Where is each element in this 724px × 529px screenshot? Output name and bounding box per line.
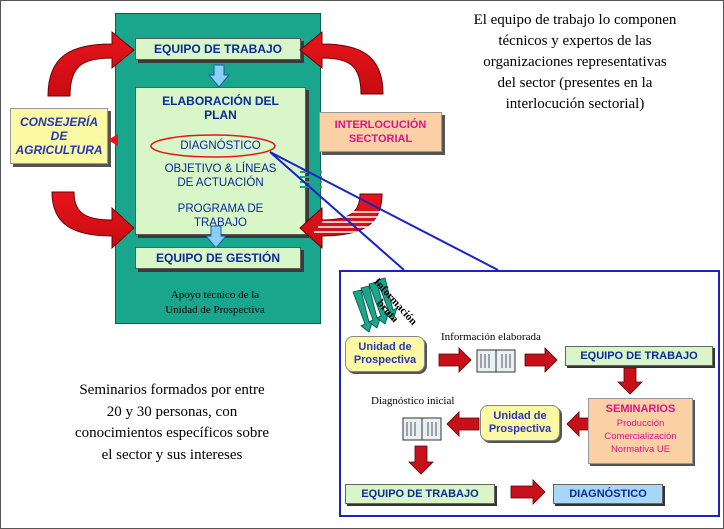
curved-arrow-icon [47, 30, 135, 97]
objetivo-line2: DE ACTUACIÓN [177, 177, 264, 189]
note-bottom-line3: conocimientos específicos sobre [74, 425, 270, 441]
down-arrow-icon [408, 445, 434, 475]
detail-equipo-trabajo-box: EQUIPO DE TRABAJO [565, 346, 713, 366]
equipo-trabajo-label: EQUIPO DE TRABAJO [153, 42, 282, 56]
plan-title-line2: PLAN [204, 108, 237, 122]
equipo-gestion-label: EQUIPO DE GESTIÓN [155, 251, 281, 265]
down-arrow-icon [617, 367, 643, 395]
unidad-line1: Unidad de [358, 341, 412, 353]
unidad-prospectiva-box-2: Unidad de Prospectiva [480, 405, 560, 441]
seminarios-comercializacion: Comercialización [604, 431, 677, 442]
interlocucion-box: INTERLOCUCIÓN SECTORIAL [319, 112, 442, 152]
equipo-trabajo-box: EQUIPO DE TRABAJO [135, 38, 301, 60]
curved-arrow-icon [299, 30, 384, 95]
seminarios-title: SEMINARIOS [605, 403, 676, 415]
consejeria-line1: CONSEJERÍA [19, 115, 99, 129]
connector-line [269, 151, 405, 271]
detail-diagnostico-label: DIAGNÓSTICO [569, 488, 647, 500]
note-top-line2: técnicos y expertos de las [498, 33, 652, 49]
detail-graphics [352, 277, 643, 505]
programa-line1: PROGRAMA DE [177, 203, 264, 215]
apoyo-line1: Apoyo técnico de la [170, 289, 260, 301]
consejeria-box: CONSEJERÍA DE AGRICULTURA [10, 108, 108, 164]
diagnostico-highlight-ellipse [150, 134, 276, 158]
unidad-line2: Prospectiva [353, 354, 417, 366]
consejeria-line3: AGRICULTURA [15, 143, 103, 157]
detail-equipo-trabajo-box-2: EQUIPO DE TRABAJO [345, 484, 495, 504]
left-arrow-icon [446, 411, 480, 437]
down-arrow-icon [205, 225, 227, 249]
team-description-note: El equipo de trabajo lo componen técnico… [430, 10, 720, 115]
curved-arrow-icon [299, 193, 383, 250]
interlocucion-line1: INTERLOCUCIÓN [334, 119, 427, 131]
note-top-line3: organizaciones representativas [483, 54, 667, 70]
unidad-prospectiva-box: Unidad de Prospectiva [345, 336, 425, 372]
right-arrow-icon [438, 347, 472, 373]
book-icon [402, 417, 442, 441]
equipo-gestion-box: EQUIPO DE GESTIÓN [135, 247, 301, 269]
apoyo-line2: Unidad de Prospectiva [165, 304, 265, 316]
connector-line [269, 151, 499, 271]
note-top-line5: interlocución sectorial) [505, 96, 645, 112]
unidad2-line1: Unidad de [493, 410, 547, 422]
objetivo-line1: OBJETIVO & LÍNEAS [164, 163, 277, 175]
plan-title-line1: ELABORACIÓN DEL [162, 94, 279, 108]
apoyo-tecnico-note: Apoyo técnico de la Unidad de Prospectiv… [130, 288, 300, 318]
detail-equipo-trabajo-label-2: EQUIPO DE TRABAJO [361, 488, 479, 500]
seminarios-normativa: Normativa UE [610, 444, 671, 455]
consejeria-line2: DE [50, 129, 68, 143]
curved-arrow-icon [51, 191, 135, 250]
small-arrow-icon [108, 134, 118, 146]
note-bottom-line2: 20 y 30 personas, con [106, 403, 238, 420]
seminarios-produccion: Producción [616, 418, 665, 429]
note-top-line4: del sector (presentes en la [497, 75, 653, 91]
diag-inicial-label: Diagnóstico inicial [371, 395, 455, 407]
note-top-line1: El equipo de trabajo lo componen [473, 12, 677, 28]
detail-panel [339, 270, 720, 517]
detail-equipo-trabajo-label: EQUIPO DE TRABAJO [580, 350, 698, 362]
right-arrow-icon [510, 479, 546, 505]
unidad2-line2: Prospectiva [488, 423, 552, 435]
book-icon [476, 349, 516, 373]
info-bruta-arrows [352, 277, 398, 333]
note-bottom-line1: Seminarios formados por entre [79, 382, 265, 398]
info-elaborada-label: Información elaborada [441, 331, 541, 343]
seminar-description-note: Seminarios formados por entre 20 y 30 pe… [22, 380, 322, 466]
down-arrow-icon [208, 64, 230, 88]
programa-line2: TRABAJO [193, 217, 248, 229]
detail-diagnostico-box: DIAGNÓSTICO [553, 484, 663, 504]
plan-box: ELABORACIÓN DEL PLAN DIAGNÓSTICO OBJETIV… [135, 87, 306, 235]
seminarios-box: SEMINARIOS Producción Comercialización N… [588, 398, 693, 464]
note-bottom-line4: el sector y sus intereses [101, 446, 243, 463]
diagnostico-item: DIAGNÓSTICO [180, 140, 261, 152]
interlocucion-line2: SECTORIAL [348, 133, 413, 145]
right-arrow-icon [524, 347, 558, 373]
